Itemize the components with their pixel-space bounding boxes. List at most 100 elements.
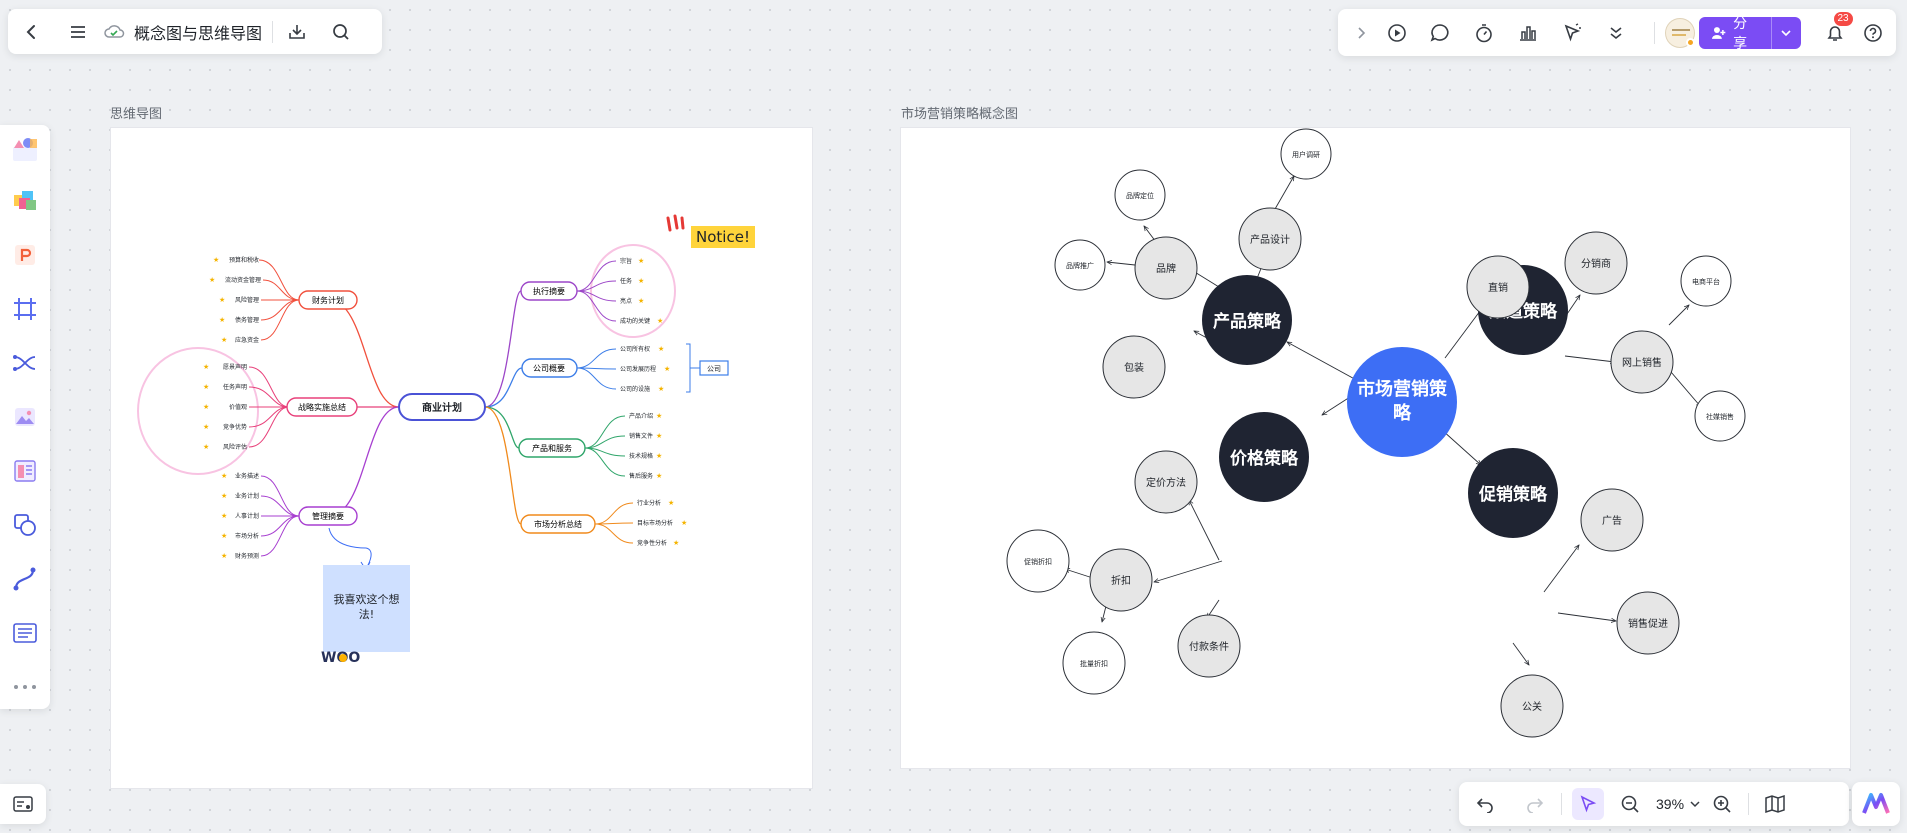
frame-tool-icon[interactable]	[9, 293, 41, 325]
leaf-text[interactable]: 预算和税收	[229, 256, 259, 264]
user-avatar[interactable]	[1665, 17, 1696, 48]
primary-node-promo[interactable]	[1468, 448, 1558, 538]
share-dropdown-button[interactable]	[1770, 16, 1801, 49]
leaf-text[interactable]: 任务	[620, 277, 632, 285]
zoom-in-icon[interactable]	[1706, 788, 1738, 820]
vote-chart-icon[interactable]	[1513, 18, 1543, 48]
mindmap-frame[interactable]: 公司 商业计划 财务计划 战略实施总结 管理摘要 执行摘要 公司概要 产品和服务…	[111, 128, 812, 788]
minimap-toggle[interactable]	[0, 784, 46, 824]
node-direct-sales[interactable]	[1466, 255, 1530, 319]
leaf-text[interactable]: 人事计划	[235, 512, 259, 520]
sticky-note[interactable]	[323, 565, 410, 652]
connector-tool-icon[interactable]	[9, 347, 41, 379]
node-discount[interactable]	[1089, 548, 1153, 612]
leaf-text[interactable]: 业务计划	[235, 492, 259, 500]
comment-icon[interactable]	[1426, 18, 1456, 48]
image-tool-icon[interactable]	[9, 401, 41, 433]
redo-icon[interactable]	[1519, 788, 1551, 820]
undo-icon[interactable]	[1469, 788, 1501, 820]
leaf-text[interactable]: 业务描述	[235, 472, 259, 480]
share-button[interactable]: 分享	[1699, 15, 1801, 51]
mindmap-frame-label[interactable]: 思维导图	[110, 106, 163, 121]
document-title[interactable]: 概念图与思维导图	[134, 25, 263, 43]
node-social-sales[interactable]	[1694, 390, 1746, 442]
shape-tool-icon[interactable]	[9, 509, 41, 541]
primary-node-price[interactable]	[1219, 412, 1309, 502]
branch-node-management[interactable]	[298, 506, 358, 526]
node-public-relations[interactable]	[1500, 674, 1564, 738]
leaf-text[interactable]: 行业分析	[637, 499, 661, 507]
zoom-out-icon[interactable]	[1614, 788, 1646, 820]
template-library-icon[interactable]	[9, 133, 41, 165]
node-advertising[interactable]	[1580, 488, 1644, 552]
search-icon[interactable]	[327, 18, 355, 46]
woo-sticker[interactable]: WOO	[321, 650, 360, 666]
leaf-text[interactable]: 风险评估	[223, 443, 247, 451]
concept-frame-label[interactable]: 市场营销策略概念图	[901, 106, 1019, 121]
node-promo-discount[interactable]	[1006, 529, 1070, 593]
leaf-text[interactable]: 技术规格	[629, 452, 653, 460]
leaf-text[interactable]: 公司的设施	[620, 385, 650, 393]
pen-curve-icon[interactable]	[9, 563, 41, 595]
notice-sticker[interactable]: Notice!	[666, 214, 755, 248]
node-online-sales[interactable]	[1610, 330, 1674, 394]
leaf-text[interactable]: 产品介绍	[629, 412, 653, 420]
node-brand-positioning[interactable]	[1114, 169, 1166, 221]
leaf-text[interactable]: 竞争性分析	[637, 539, 667, 547]
leaf-text[interactable]: 宗旨	[620, 257, 632, 265]
node-sales-promotion[interactable]	[1616, 591, 1680, 655]
notification-bell-icon[interactable]: 23	[1821, 11, 1853, 48]
leaf-text[interactable]: 销售文件	[629, 432, 653, 440]
node-brand-promotion[interactable]	[1054, 239, 1106, 291]
back-icon[interactable]	[18, 18, 46, 46]
node-pricing-method[interactable]	[1134, 450, 1198, 514]
layout-template-icon[interactable]	[9, 455, 41, 487]
present-play-icon[interactable]	[1382, 18, 1412, 48]
node-product-design[interactable]	[1238, 207, 1302, 271]
node-payment-terms[interactable]	[1177, 614, 1241, 678]
leaf-text[interactable]: 风险管理	[235, 296, 259, 304]
branch-node-company[interactable]	[521, 358, 578, 378]
ai-assistant-button[interactable]	[1852, 782, 1900, 826]
text-list-icon[interactable]	[9, 617, 41, 649]
node-bulk-discount[interactable]	[1062, 631, 1126, 695]
leaf-text[interactable]: 成功的关键	[620, 317, 650, 325]
timer-icon[interactable]	[1469, 18, 1499, 48]
leaf-text[interactable]: 任务声明	[223, 383, 247, 391]
more-down-icon[interactable]	[1601, 18, 1631, 48]
concept-map-frame[interactable]: 市场营销策略 产品策略 渠道策略 价格策略 促销策略 品牌 产品设计 包装 直销	[901, 128, 1850, 768]
book-view-icon[interactable]	[1759, 788, 1791, 820]
select-cursor-icon[interactable]	[1572, 788, 1604, 820]
leaf-text[interactable]: 竞争优势	[223, 423, 247, 431]
primary-node-product[interactable]	[1202, 275, 1292, 365]
node-user-research[interactable]	[1280, 128, 1332, 180]
menu-icon[interactable]	[64, 18, 92, 46]
node-ecommerce-platform[interactable]	[1680, 255, 1732, 307]
more-tools-icon[interactable]	[9, 671, 41, 703]
company-tag[interactable]	[699, 360, 729, 376]
leaf-text[interactable]: 应急资金	[235, 336, 259, 344]
leaf-text[interactable]: 公司所有权	[620, 345, 650, 353]
concept-center-node[interactable]	[1347, 347, 1457, 457]
leaf-text[interactable]: 公司发展历程	[620, 365, 656, 373]
collapse-toolbar-icon[interactable]	[1346, 18, 1376, 48]
mindmap-center-node[interactable]	[398, 393, 486, 421]
zoom-dropdown-icon[interactable]	[1684, 788, 1706, 820]
leaf-text[interactable]: 流动资金管理	[225, 276, 261, 284]
branch-node-strategy[interactable]	[286, 397, 358, 417]
branch-node-market[interactable]	[520, 514, 596, 534]
branch-node-finance[interactable]	[298, 290, 358, 310]
zoom-level[interactable]: 39%	[1656, 796, 1685, 812]
laser-pointer-icon[interactable]	[1557, 18, 1587, 48]
leaf-text[interactable]: 债务管理	[235, 316, 259, 324]
presentation-slide-icon[interactable]	[9, 239, 41, 271]
leaf-text[interactable]: 愿景声明	[223, 363, 247, 371]
branch-node-executive[interactable]	[520, 281, 578, 301]
leaf-text[interactable]: 售后服务	[629, 472, 653, 480]
branch-node-products[interactable]	[518, 438, 586, 458]
leaf-text[interactable]: 亮点	[620, 297, 632, 305]
node-brand[interactable]	[1134, 236, 1198, 300]
leaf-text[interactable]: 目标市场分析	[637, 519, 673, 527]
sticky-notes-icon[interactable]	[9, 185, 41, 217]
leaf-text[interactable]: 市场分析	[235, 532, 259, 540]
